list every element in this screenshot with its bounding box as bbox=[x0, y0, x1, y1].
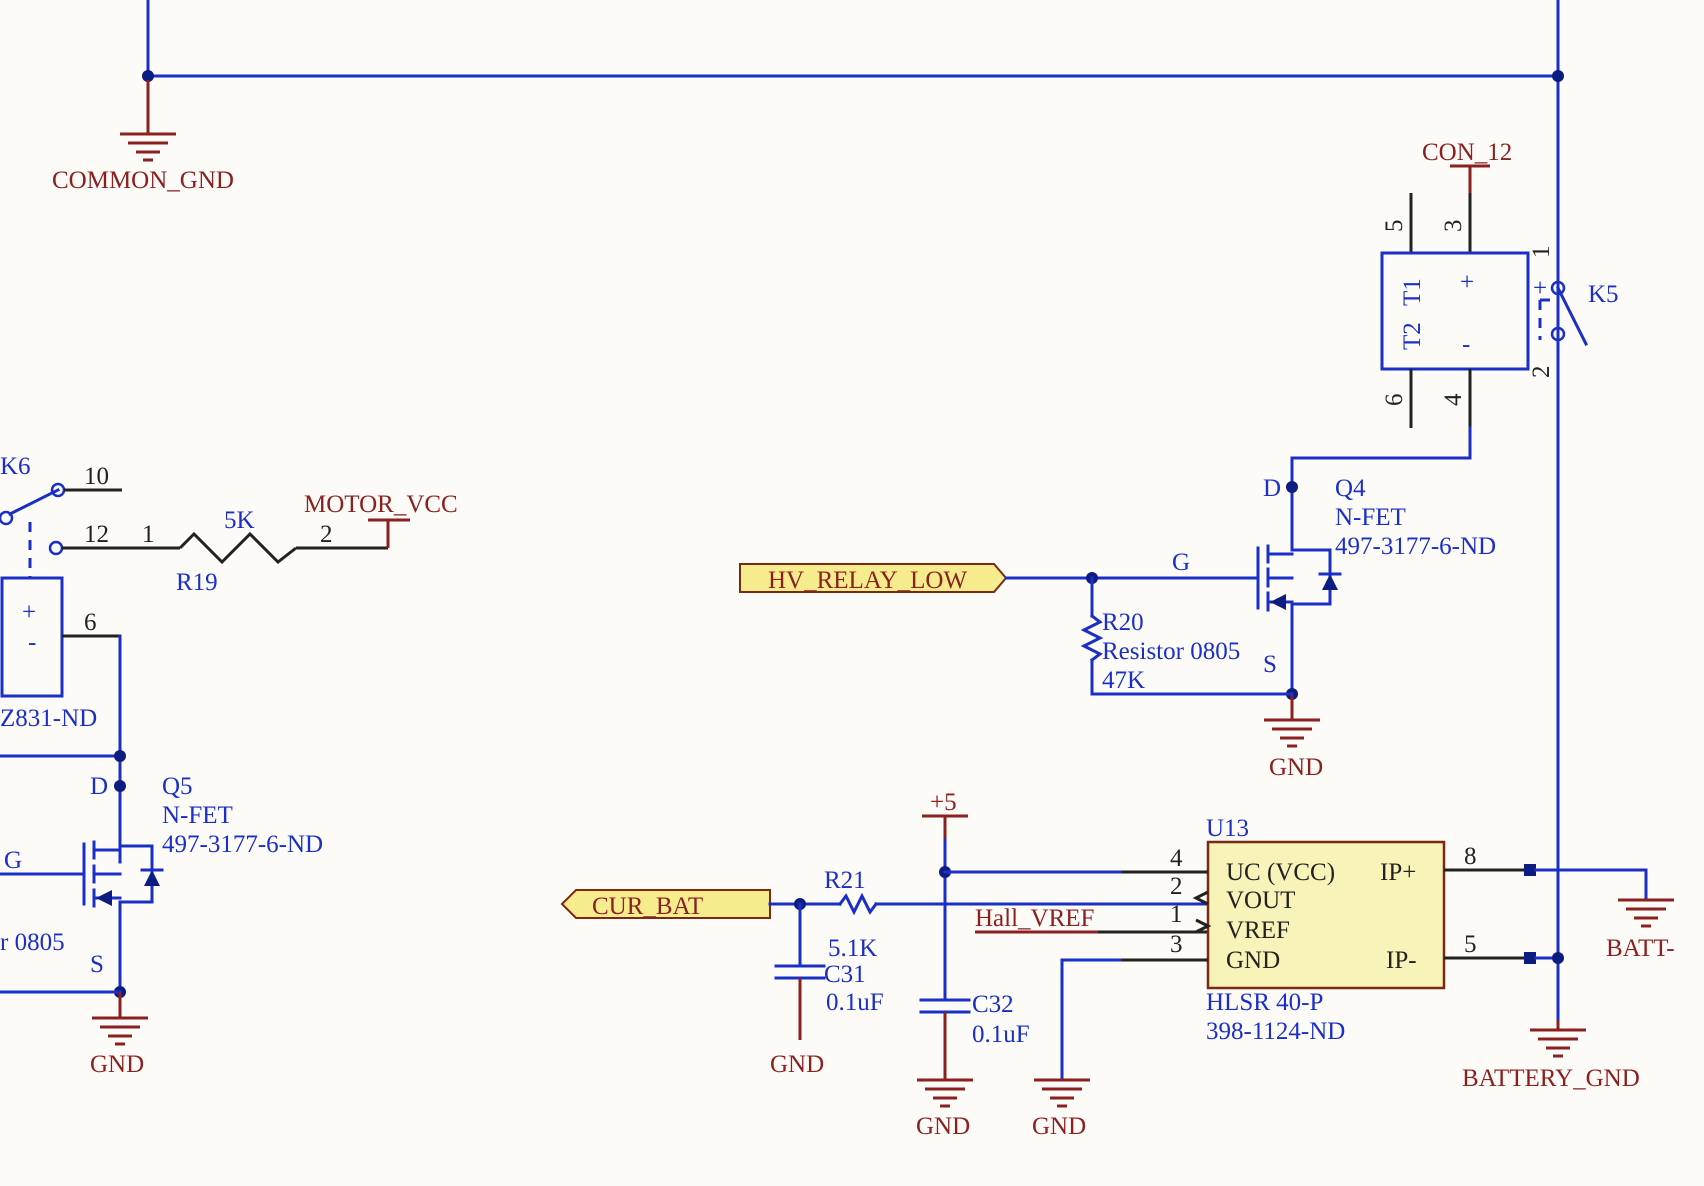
hv-relay-low-net: HV_RELAY_LOW R20 Resistor 0805 47K bbox=[739, 563, 1294, 696]
k5-pin6: 6 bbox=[1381, 394, 1408, 407]
u13-pin-gnd: GND bbox=[1226, 947, 1280, 974]
u13-gnd-net: GND bbox=[1032, 958, 1124, 1140]
top-rail bbox=[142, 0, 1564, 1022]
c31-gnd-label: GND bbox=[770, 1051, 824, 1078]
r20-value: 47K bbox=[1102, 667, 1145, 694]
k5-pin5: 5 bbox=[1381, 220, 1408, 233]
k5-pin4: 4 bbox=[1440, 393, 1467, 406]
transistor-q4: D Q4 N-FET 497-3177-6-ND G S GND bbox=[1172, 426, 1496, 781]
k5-pin1: 1 bbox=[1528, 246, 1555, 259]
net-label-con-12: CON_12 bbox=[1422, 139, 1512, 166]
r20-ref: R20 bbox=[1102, 609, 1144, 636]
c32-value: 0.1uF bbox=[972, 1021, 1030, 1048]
u13-pin-vout: VOUT bbox=[1226, 887, 1295, 914]
port-cur-bat-label: CUR_BAT bbox=[592, 893, 703, 920]
net-label-batt-minus: BATT- bbox=[1606, 935, 1675, 962]
transistor-q5: D Q5 N-FET 497-3177-6-ND G r 0805 S GND bbox=[0, 634, 323, 1078]
port-hv-relay-low-label: HV_RELAY_LOW bbox=[768, 567, 967, 594]
hall-vref-net: Hall_VREF bbox=[975, 905, 1208, 934]
k6-pin10: 10 bbox=[84, 463, 109, 490]
u13-n1: 1 bbox=[1170, 901, 1183, 928]
k5-t2: T2 bbox=[1399, 322, 1426, 350]
common-gnd-symbol: COMMON_GND bbox=[52, 80, 234, 194]
k5-minus: - bbox=[1462, 331, 1470, 358]
q4-g: G bbox=[1172, 549, 1190, 576]
k6-ref: K6 bbox=[0, 453, 31, 480]
q4-gnd-label: GND bbox=[1269, 754, 1323, 781]
q4-partnum: 497-3177-6-ND bbox=[1335, 533, 1496, 560]
cur-bat-net: CUR_BAT R21 5.1K C31 0.1uF GND bbox=[560, 867, 1210, 1078]
c32-gnd-label: GND bbox=[916, 1113, 970, 1140]
q5-s: S bbox=[90, 951, 104, 978]
q4-d: D bbox=[1263, 475, 1281, 502]
net-label-common-gnd: COMMON_GND bbox=[52, 167, 234, 194]
k6-pin6: 6 bbox=[84, 609, 97, 636]
q5-ref: Q5 bbox=[162, 773, 193, 800]
u13-ref: U13 bbox=[1206, 815, 1249, 842]
plus5-rail: +5 C32 0.1uF GND bbox=[916, 789, 1124, 1140]
u13-pin-ipm: IP- bbox=[1386, 947, 1417, 974]
k6-plus: + bbox=[22, 599, 36, 626]
net-label-battery-gnd: BATTERY_GND bbox=[1462, 1065, 1640, 1092]
r21-value: 5.1K bbox=[828, 935, 877, 962]
q5-gnd-label: GND bbox=[90, 1051, 144, 1078]
u13-n2: 2 bbox=[1170, 873, 1183, 900]
u13-pin-vref: VREF bbox=[1226, 917, 1290, 944]
q4-ref: Q4 bbox=[1335, 475, 1366, 502]
r19-value: 5K bbox=[224, 507, 255, 534]
r21-ref: R21 bbox=[824, 867, 866, 894]
ic-u13: U13 4 2 1 3 UC (VCC) VOUT VREF GND IP+ I… bbox=[1122, 815, 1536, 1045]
u13-pin-vcc: UC (VCC) bbox=[1226, 859, 1335, 886]
relay-k5: CON_12 5 3 6 4 T1 T2 + - 1 2 + K5 bbox=[1380, 139, 1619, 428]
c32-ref: C32 bbox=[972, 991, 1014, 1018]
q5-resistor-partial: r 0805 bbox=[0, 929, 65, 956]
u13-partnum: 398-1124-ND bbox=[1206, 1018, 1345, 1045]
q5-type: N-FET bbox=[162, 802, 233, 829]
k5-coil-plus: + bbox=[1533, 275, 1547, 302]
net-label-motor-vcc: MOTOR_VCC bbox=[304, 491, 458, 518]
q5-partnum: 497-3177-6-ND bbox=[162, 831, 323, 858]
q4-s: S bbox=[1263, 651, 1277, 678]
u13-n8: 8 bbox=[1464, 843, 1477, 870]
k5-ref: K5 bbox=[1588, 281, 1619, 308]
k6-partnum: Z831-ND bbox=[0, 705, 97, 732]
q5-g: G bbox=[4, 847, 22, 874]
k5-pin3: 3 bbox=[1440, 220, 1467, 233]
port-hv-relay-low bbox=[739, 563, 1008, 593]
k5-t1: T1 bbox=[1399, 278, 1426, 306]
r20-desc: Resistor 0805 bbox=[1102, 638, 1240, 665]
u13-n5: 5 bbox=[1464, 931, 1477, 958]
net-label-hall-vref: Hall_VREF bbox=[975, 905, 1094, 932]
u13-pin-ipp: IP+ bbox=[1380, 859, 1416, 886]
k6-minus: - bbox=[28, 629, 36, 656]
relay-k6: K6 10 12 + - 6 Z831-ND bbox=[0, 453, 180, 732]
battery-nets: BATT- BATTERY_GND bbox=[1462, 868, 1675, 1092]
u13-n3: 3 bbox=[1170, 931, 1183, 958]
k5-plus: + bbox=[1460, 269, 1474, 296]
u13-n4: 4 bbox=[1170, 845, 1183, 872]
r19-pin2: 2 bbox=[320, 521, 333, 548]
r19-ref: R19 bbox=[176, 569, 218, 596]
q5-d: D bbox=[90, 773, 108, 800]
r19-pin1: 1 bbox=[142, 521, 155, 548]
resistor-r19: 1 2 5K R19 MOTOR_VCC bbox=[142, 491, 458, 596]
net-label-plus5: +5 bbox=[930, 789, 957, 816]
c31-ref: C31 bbox=[824, 961, 866, 988]
u13-part: HLSR 40-P bbox=[1206, 989, 1323, 1016]
c31-value: 0.1uF bbox=[826, 989, 884, 1016]
k5-pin2: 2 bbox=[1528, 366, 1555, 379]
k6-pin12: 12 bbox=[84, 521, 109, 548]
q4-type: N-FET bbox=[1335, 504, 1406, 531]
u13-gnd-label: GND bbox=[1032, 1113, 1086, 1140]
